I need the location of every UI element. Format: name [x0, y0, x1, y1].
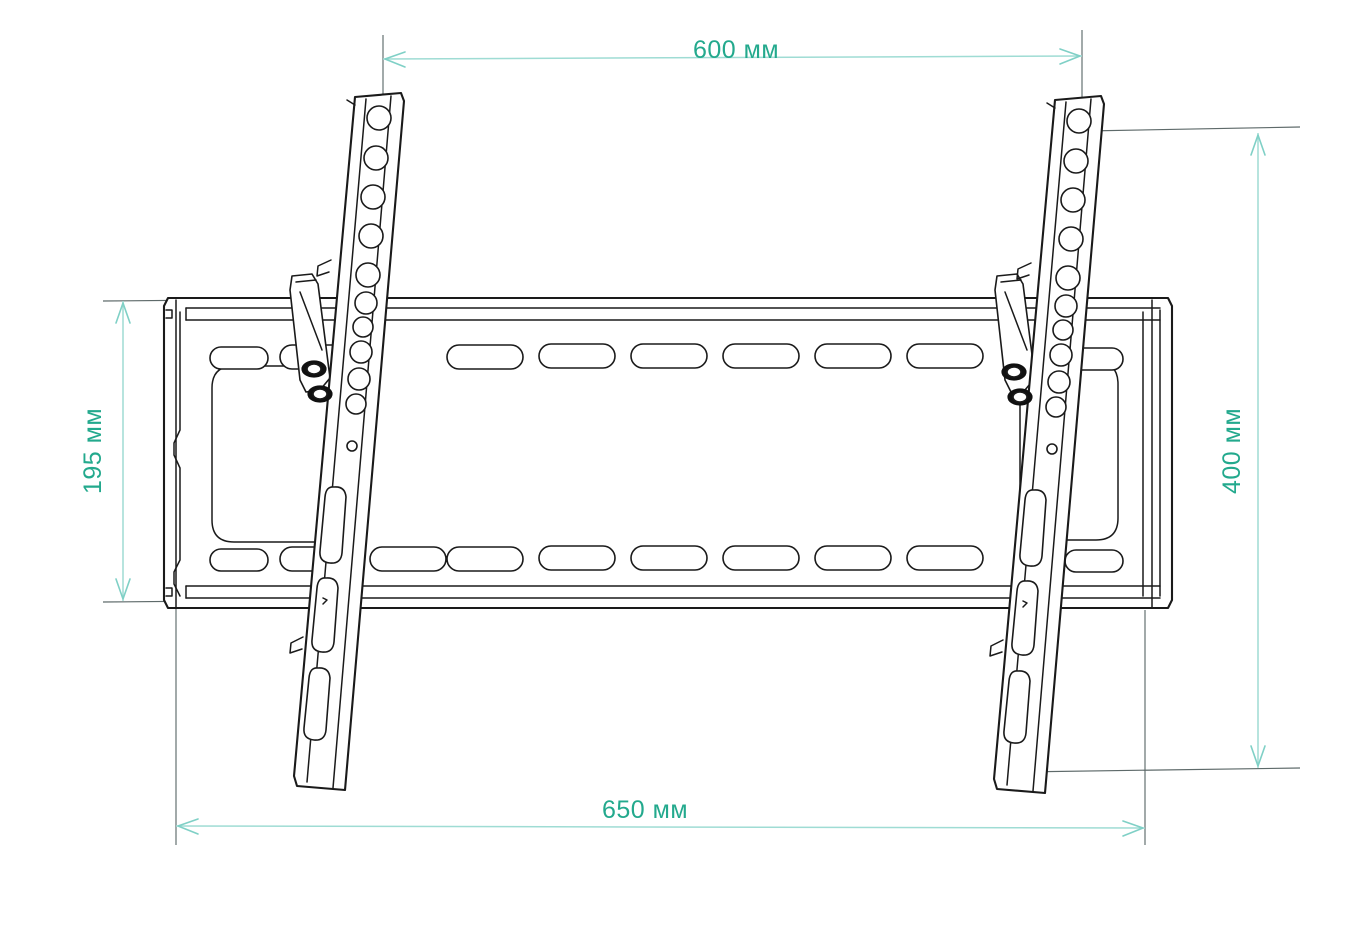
right-rail-holes: [1045, 108, 1092, 455]
right-tilt-rail: [989, 94, 1106, 795]
wall-plate-slot-row-bottom: [209, 545, 1124, 573]
dimension-400mm: 400 мм: [1218, 133, 1266, 768]
left-rail-holes: [345, 105, 392, 452]
dimension-650mm-label: 650 мм: [602, 796, 688, 824]
dimension-400mm-label: 400 мм: [1218, 408, 1246, 494]
dimension-600mm: 600 мм: [382, 36, 1083, 68]
left-rail-slots: [303, 486, 347, 741]
dimension-600mm-label: 600 мм: [693, 36, 779, 64]
dimension-195mm-label: 195 мм: [79, 408, 107, 494]
extension-lines: [102, 30, 1301, 845]
right-rail-pivot-bolts: [1001, 363, 1033, 406]
left-tilt-rail: [289, 91, 406, 792]
dimension-650mm: 650 мм: [175, 796, 1146, 837]
right-rail-slots: [1003, 489, 1047, 744]
dimension-195mm: 195 мм: [79, 301, 131, 601]
left-rail-pivot-bolts: [301, 360, 333, 403]
